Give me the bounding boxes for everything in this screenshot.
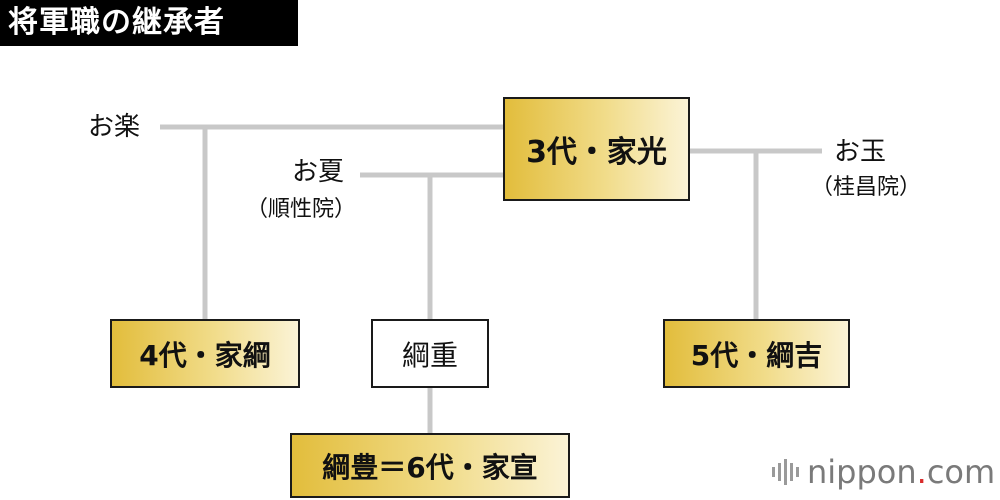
box-tsunashige: 綱重 bbox=[371, 319, 489, 388]
box-iemitsu: 3代・家光 bbox=[503, 97, 690, 201]
mother-otama-title: （桂昌院） bbox=[811, 175, 922, 200]
diagram-title: 将軍職の継承者 bbox=[0, 0, 298, 46]
box-tsunayoshi: 5代・綱吉 bbox=[663, 319, 850, 388]
mother-onatsu: お夏 bbox=[291, 157, 344, 187]
box-ietsuna: 4代・家綱 bbox=[110, 319, 300, 388]
box-ienobu: 綱豊＝6代・家宣 bbox=[290, 433, 570, 498]
logo-tld: com bbox=[926, 453, 996, 491]
logo-mark-icon bbox=[772, 459, 799, 485]
mother-otama: お玉 bbox=[834, 137, 887, 167]
nippon-logo: nippon.com bbox=[772, 450, 995, 494]
logo-dot: . bbox=[916, 453, 927, 491]
logo-name: nippon bbox=[807, 453, 917, 491]
mother-onatsu-title: （順性院） bbox=[246, 197, 357, 222]
mother-oraku: お楽 bbox=[88, 112, 141, 142]
